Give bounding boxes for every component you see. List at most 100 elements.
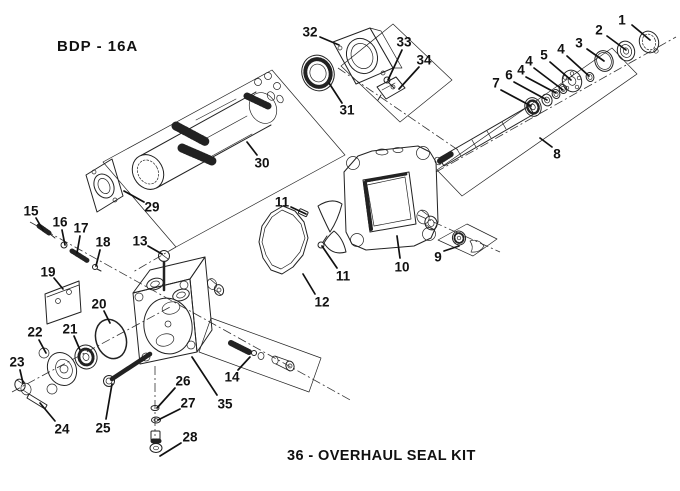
leader-line-1	[631, 24, 651, 41]
main-housing	[343, 145, 439, 251]
retaining-ring-3	[594, 50, 614, 72]
seal-kit-caption: 36 - OVERHAUL SEAL KIT	[287, 448, 476, 464]
leader-line-20	[103, 310, 111, 324]
leader-line-31	[328, 82, 343, 104]
part-label-4: 4	[557, 42, 565, 57]
leader-line-4	[525, 76, 557, 94]
leader-line-13	[147, 245, 163, 255]
part-label-26: 26	[175, 374, 191, 389]
leader-line-12	[302, 273, 316, 295]
part-label-25: 25	[95, 421, 111, 436]
part-label-28: 28	[182, 430, 198, 445]
cover-plate-19	[44, 280, 82, 325]
ring-4c	[585, 71, 595, 83]
leader-line-2	[606, 35, 627, 51]
leader-line-4	[533, 67, 564, 91]
shaft-seal-2	[616, 40, 636, 62]
part-label-17: 17	[73, 221, 88, 236]
part-label-21: 21	[62, 322, 78, 337]
part-label-33: 33	[396, 35, 412, 50]
leader-line-32	[319, 36, 340, 46]
leader-line-15	[35, 217, 44, 231]
part-label-4: 4	[517, 63, 525, 78]
pin-18	[92, 264, 98, 270]
part-label-23: 23	[9, 355, 25, 370]
leader-line-16	[61, 229, 66, 246]
ball-bearing	[301, 54, 335, 92]
cylinder-block-assembly	[131, 72, 284, 190]
part-label-34: 34	[416, 53, 432, 68]
part-label-20: 20	[91, 297, 106, 312]
ring-6	[541, 93, 553, 107]
leader-line-11	[321, 245, 338, 269]
leader-line-24	[39, 402, 56, 422]
part-label-14: 14	[224, 370, 240, 385]
leader-line-22	[38, 339, 47, 354]
part-label-32: 32	[302, 25, 317, 40]
leader-line-11	[290, 206, 307, 215]
housing-gasket	[258, 205, 309, 275]
leader-line-4	[566, 55, 590, 77]
part-label-35: 35	[217, 397, 233, 412]
leader-line-6	[513, 81, 548, 101]
part-label-4: 4	[525, 54, 533, 69]
bolt-25	[103, 351, 153, 387]
part-label-30: 30	[254, 156, 269, 171]
part-label-9: 9	[434, 250, 442, 265]
part-label-12: 12	[314, 295, 329, 310]
part-label-3: 3	[575, 36, 583, 51]
part-label-27: 27	[180, 396, 195, 411]
gerotor-21	[74, 344, 98, 370]
part-label-6: 6	[505, 68, 513, 83]
bracket-34	[376, 76, 406, 101]
leader-line-35	[191, 356, 218, 396]
part-label-31: 31	[339, 103, 355, 118]
outboard-seal-group	[594, 30, 660, 72]
part-label-13: 13	[132, 234, 148, 249]
leader-line-21	[73, 335, 81, 351]
part-label-16: 16	[52, 215, 68, 230]
part-label-15: 15	[23, 204, 39, 219]
retainer-plate-5	[561, 69, 583, 93]
leader-line-34	[398, 66, 420, 90]
leader-line-27	[157, 408, 181, 421]
part-label-10: 10	[394, 260, 409, 275]
part-label-29: 29	[144, 200, 159, 215]
leader-line-25	[105, 383, 113, 420]
leader-line-3	[586, 48, 605, 62]
end-flange	[85, 158, 124, 213]
end-cap-1	[638, 30, 660, 54]
part-label-11: 11	[275, 195, 290, 210]
leader-line-10	[396, 235, 401, 259]
part-label-24: 24	[54, 422, 70, 437]
leader-line-23	[19, 369, 24, 384]
charge-pump-cover	[38, 347, 78, 395]
bearing-housing-block	[332, 27, 403, 85]
shaft-seal-stack	[524, 69, 595, 117]
part-label-19: 19	[40, 265, 55, 280]
leader-line-26	[156, 387, 176, 409]
part-label-2: 2	[595, 23, 603, 38]
kit-panel-outlines	[102, 23, 638, 393]
leader-line-5	[549, 61, 572, 81]
centerline-axes	[11, 36, 677, 436]
washer-26	[150, 405, 160, 411]
charge-pump-kit-9	[451, 230, 485, 253]
leader-line-19	[53, 277, 64, 290]
part-label-5: 5	[540, 48, 548, 63]
leader-line-7	[500, 89, 532, 107]
leader-line-9	[443, 245, 460, 252]
spring-17	[69, 248, 91, 264]
block-bushing	[207, 278, 225, 296]
leader-line-14	[237, 356, 251, 371]
pump-shaft	[434, 105, 535, 167]
part-label-1: 1	[618, 13, 626, 28]
part-label-7: 7	[492, 76, 500, 91]
leader-line-18	[95, 249, 101, 267]
nut-23	[14, 378, 32, 396]
part-label-18: 18	[95, 235, 111, 250]
elbow-fitting-28	[149, 430, 163, 453]
leader-line-28	[159, 442, 182, 457]
